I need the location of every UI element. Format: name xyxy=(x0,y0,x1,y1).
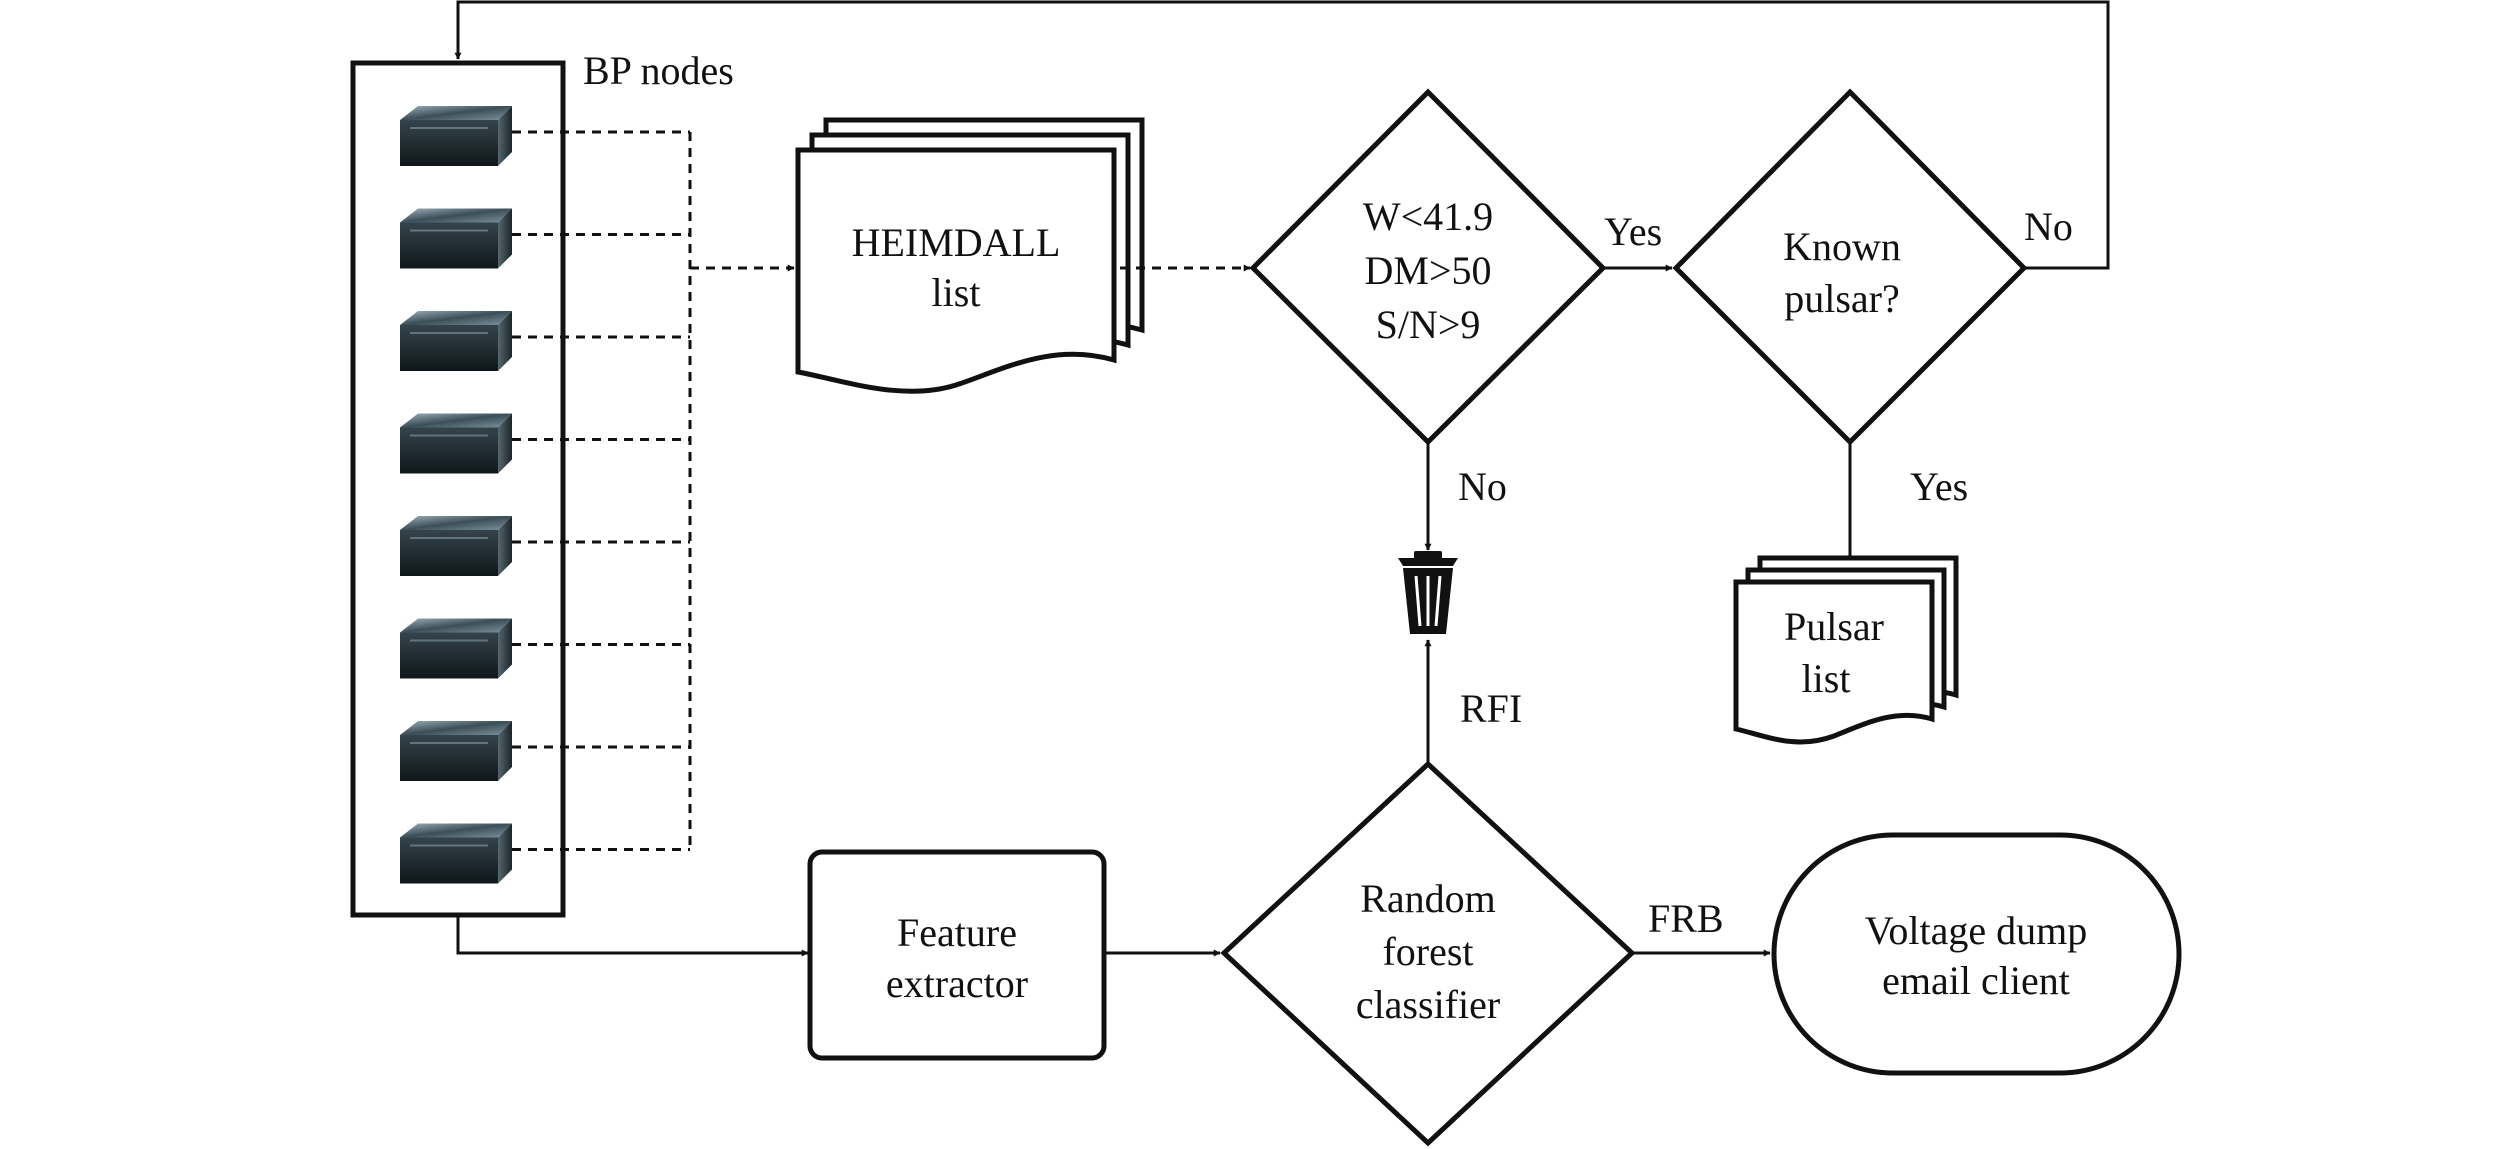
bp-nodes-label: BP nodes xyxy=(583,48,734,93)
voltage-dump-email-client: Voltage dump email client xyxy=(1771,832,2182,1076)
classifier-line-3: classifier xyxy=(1356,982,1500,1027)
heimdall-line-1: HEIMDALL xyxy=(852,220,1061,265)
arrow-known-no-feedback xyxy=(454,0,2110,270)
heimdall-line-2: list xyxy=(932,270,981,315)
pulsar-list: Pulsar list xyxy=(1733,555,1959,745)
server-icon xyxy=(399,515,513,577)
feature-extractor-line-1: Feature xyxy=(897,910,1017,955)
server-icon xyxy=(399,310,513,372)
label-no-known: No xyxy=(2024,204,2073,249)
server-icon xyxy=(399,822,513,885)
server-icon xyxy=(399,617,513,680)
server-icon xyxy=(399,412,513,475)
bp-nodes-rack xyxy=(350,60,566,918)
filter-decision: W<41.9 DM>50 S/N>9 xyxy=(1249,88,1607,446)
label-no-filter: No xyxy=(1458,464,1507,509)
feature-extractor-line-2: extractor xyxy=(886,961,1028,1006)
pulsar-list-line-1: Pulsar xyxy=(1784,604,1884,649)
filter-dm: DM>50 xyxy=(1364,248,1491,293)
label-rfi: RFI xyxy=(1460,686,1522,731)
classifier-line-2: forest xyxy=(1382,929,1473,974)
voltage-dump-line-1: Voltage dump xyxy=(1865,908,2088,953)
label-yes-filter: Yes xyxy=(1604,209,1662,254)
classifier-line-1: Random xyxy=(1360,876,1496,921)
feature-extractor: Feature extractor xyxy=(807,849,1107,1061)
filter-snr: S/N>9 xyxy=(1376,302,1481,347)
voltage-dump-line-2: email client xyxy=(1882,958,2070,1003)
server-icon xyxy=(399,207,513,270)
random-forest-classifier: Random forest classifier xyxy=(1220,760,1636,1147)
server-icon xyxy=(399,720,513,782)
server-icon xyxy=(399,105,513,167)
heimdall-list: HEIMDALL list xyxy=(795,117,1145,394)
label-frb: FRB xyxy=(1648,896,1724,941)
known-pulsar-line-2: pulsar? xyxy=(1784,276,1900,321)
known-pulsar-decision: Known pulsar? xyxy=(1672,88,2028,446)
label-yes-known: Yes xyxy=(1910,464,1968,509)
pulsar-list-line-2: list xyxy=(1802,656,1851,701)
trash-icon xyxy=(1398,551,1458,634)
arrow-rack-to-feature-extractor xyxy=(456,915,809,957)
server-connection-lines xyxy=(512,130,690,851)
known-pulsar-line-1: Known xyxy=(1783,224,1901,269)
filter-width: W<41.9 xyxy=(1363,194,1493,239)
